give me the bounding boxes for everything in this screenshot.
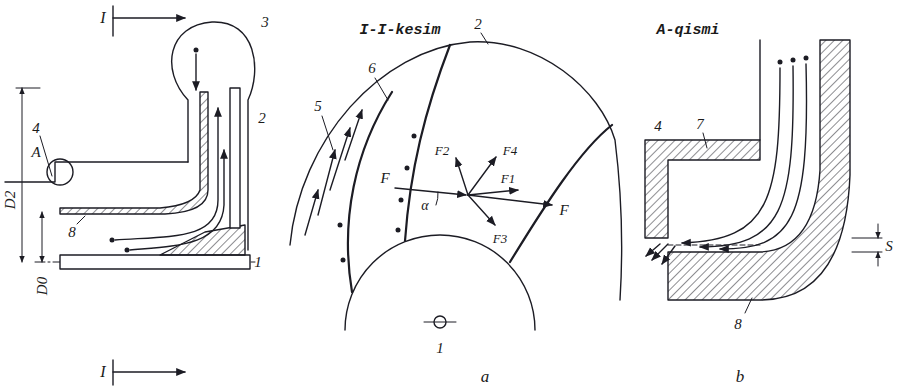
drawing-stroke [456, 158, 468, 195]
drawing-stroke [42, 212, 43, 262]
figure-letter: b [736, 368, 745, 385]
drawing-stroke [436, 192, 438, 205]
drawing-stroke [172, 22, 255, 250]
drawing-stroke [405, 166, 410, 171]
drawing-stroke [330, 128, 350, 190]
drawing-stroke [662, 246, 675, 264]
drawing-stroke [720, 64, 807, 249]
view-title: I-I-kesim [359, 23, 440, 38]
figure-letter: a [481, 368, 490, 385]
force-label: F [380, 171, 389, 186]
drawing-stroke [405, 45, 450, 241]
drawing-stroke [468, 190, 518, 195]
drawing-stroke [759, 40, 760, 140]
callout-number: 7 [696, 117, 704, 132]
drawing-stroke [399, 198, 404, 203]
section-mark: I [100, 364, 105, 380]
force-label: F2 [435, 144, 449, 157]
drawing-stroke [40, 136, 52, 176]
drawing-stroke [468, 195, 552, 205]
drawing-stroke [668, 40, 850, 300]
drawing-stroke [878, 252, 879, 266]
seal-detail [645, 40, 882, 313]
drawing-stroke [745, 298, 752, 313]
drawing-stroke [510, 125, 612, 262]
drawing-stroke [113, 17, 185, 18]
view-title: A-qismi [656, 23, 719, 38]
drawing-stroke [341, 258, 346, 263]
drawing-stroke [160, 225, 245, 255]
callout-number: 6 [368, 61, 376, 76]
callout-number: 8 [734, 317, 742, 332]
drawing-stroke [804, 56, 809, 61]
section-mark: I [100, 10, 105, 26]
angle-label: α [421, 199, 428, 213]
drawing-stroke [130, 150, 224, 250]
drawing-stroke [230, 88, 240, 228]
drawing-stroke [375, 78, 388, 100]
drawing-stroke [60, 255, 250, 269]
drawing-stroke [395, 188, 466, 195]
drawing-stroke [305, 190, 318, 235]
drawing-stroke [338, 223, 343, 228]
drawing-stroke [468, 157, 496, 195]
force-label: F1 [501, 172, 515, 185]
drawing-stroke [348, 92, 392, 292]
drawing-stroke [16, 88, 40, 89]
drawing-stroke [322, 116, 333, 150]
callout-number: 4 [654, 119, 662, 134]
callout-number: 1 [436, 341, 444, 356]
pump-section-a [5, 6, 255, 385]
detail-mark: A [31, 145, 40, 160]
drawing-stroke [412, 134, 417, 139]
drawing-stroke [468, 195, 495, 225]
drawing-stroke [22, 88, 23, 262]
drawing-stroke [194, 48, 199, 53]
dimension-label: D0 [35, 277, 50, 295]
callout-number: 2 [258, 111, 266, 126]
force-label: F4 [503, 144, 517, 157]
drawing-stroke [878, 224, 879, 238]
drawing-stroke [645, 140, 760, 238]
drawing-stroke [5, 162, 188, 182]
callout-number: 3 [261, 15, 269, 30]
drawing-stroke [345, 235, 535, 330]
drawing-stroke [481, 33, 488, 44]
dimension-label: D2 [3, 191, 18, 209]
drawing-stroke [77, 216, 85, 224]
drawing-stroke [396, 228, 401, 233]
force-label: F3 [493, 232, 507, 245]
impeller-section [290, 33, 622, 330]
drawing-stroke [791, 58, 796, 63]
drawing-stroke [682, 68, 780, 243]
callout-number: 4 [32, 121, 40, 136]
dimension-label: S [885, 239, 893, 254]
drawing-stroke [668, 245, 760, 246]
drawing-stroke [195, 54, 196, 90]
drawing-stroke [778, 60, 783, 65]
drawing-stroke [60, 92, 208, 214]
drawing-stroke [646, 244, 660, 256]
callout-number: 1 [254, 255, 262, 270]
drawing-stroke [112, 6, 113, 36]
force-label: F [559, 203, 568, 218]
drawing-stroke [424, 322, 456, 323]
drawing-stroke [290, 42, 622, 300]
callout-number: 8 [68, 225, 76, 240]
drawing-stroke [652, 244, 668, 260]
callout-number: 2 [474, 17, 482, 32]
drawing-stroke [700, 66, 793, 247]
callout-number: 5 [314, 99, 322, 114]
drawing-stroke [113, 371, 185, 372]
drawing-stroke [125, 248, 130, 253]
drawing-stroke [345, 110, 362, 160]
drawing-stroke [115, 108, 218, 240]
drawing-stroke [110, 238, 115, 243]
drawing-stroke [703, 133, 707, 148]
